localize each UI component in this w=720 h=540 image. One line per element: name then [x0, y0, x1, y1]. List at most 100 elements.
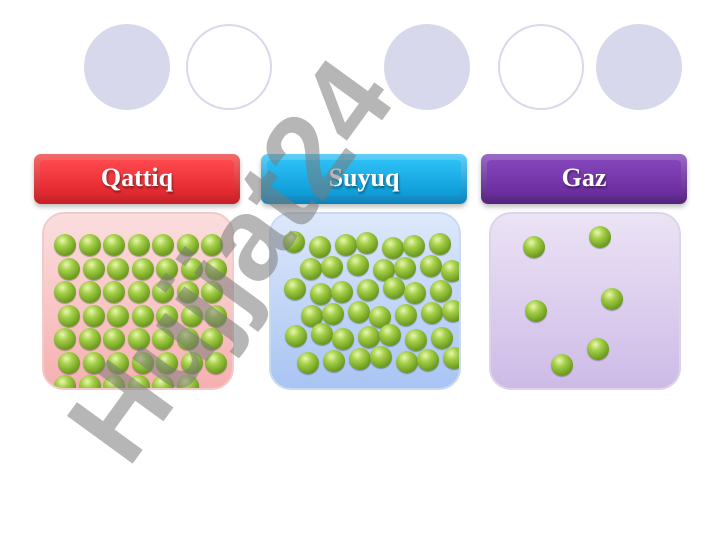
solid-particle: [82, 304, 105, 327]
liquid-particle: [358, 326, 380, 348]
liquid-particle: [297, 352, 319, 374]
solid-particle: [176, 375, 199, 388]
solid-particle: [103, 234, 125, 256]
solid-particle: [58, 304, 80, 327]
solid-particle: [78, 375, 101, 388]
liquid-particle: [284, 278, 306, 300]
solid-particle: [180, 257, 203, 280]
solid-particle: [78, 234, 101, 256]
liquid-particle: [405, 329, 427, 351]
liquid-particle: [300, 258, 322, 280]
solid-particle: [103, 328, 125, 350]
liquid-particle: [285, 325, 307, 347]
solid-label: Qattiq: [100, 163, 174, 192]
liquid-particle: [357, 279, 379, 301]
decor-circle-1: [84, 24, 170, 110]
liquid-particle: [332, 328, 354, 350]
solid-particle: [103, 281, 125, 303]
solid-particle: [156, 351, 178, 374]
solid-particle: [107, 351, 129, 374]
solid-particle: [127, 281, 150, 303]
solid-particle: [152, 375, 174, 388]
solid-particle: [127, 234, 150, 256]
liquid-particle: [379, 324, 401, 346]
solid-particle: [58, 351, 80, 374]
liquid-particles-panel: [269, 212, 461, 390]
liquid-particle: [403, 235, 425, 257]
liquid-header: Suyuq: [261, 154, 467, 204]
solid-particle: [176, 281, 199, 303]
liquid-particle: [394, 257, 416, 279]
liquid-particle: [430, 280, 452, 302]
liquid-particle: [301, 305, 323, 327]
solid-particle: [107, 257, 129, 280]
liquid-particle: [322, 303, 344, 325]
liquid-particle: [349, 348, 371, 370]
liquid-particle: [442, 300, 459, 322]
solid-particle: [131, 351, 154, 374]
liquid-particle: [417, 349, 439, 371]
solid-particle: [180, 304, 203, 327]
decor-circle-4: [498, 24, 584, 110]
solid-particle: [131, 257, 154, 280]
solid-particle: [127, 328, 150, 350]
gas-particle: [587, 338, 609, 360]
gas-particle: [523, 236, 545, 258]
solid-particle: [156, 304, 178, 327]
decor-circle-2: [186, 24, 272, 110]
liquid-particle: [356, 232, 378, 254]
solid-particle: [131, 304, 154, 327]
liquid-particle: [421, 302, 443, 324]
liquid-particle: [404, 282, 426, 304]
solid-particle: [205, 257, 227, 280]
solid-particles-panel: [42, 212, 234, 390]
solid-particle: [201, 328, 223, 350]
liquid-label: Suyuq: [328, 163, 400, 192]
solid-particle: [78, 281, 101, 303]
liquid-particle: [309, 236, 331, 258]
liquid-particle: [323, 350, 345, 372]
liquid-particle: [283, 231, 305, 253]
solid-particle: [82, 351, 105, 374]
solid-particle: [78, 328, 101, 350]
solid-particle: [180, 351, 203, 374]
liquid-particle: [382, 237, 404, 259]
gas-header: Gaz: [481, 154, 687, 204]
gas-particle: [551, 354, 573, 376]
solid-particle: [107, 304, 129, 327]
liquid-particle: [331, 281, 353, 303]
liquid-particle: [370, 346, 392, 368]
solid-particle: [54, 375, 76, 388]
solid-particle: [54, 328, 76, 350]
solid-particle: [152, 328, 174, 350]
solid-particle: [205, 351, 227, 374]
liquid-particle: [369, 306, 391, 328]
solid-particle: [54, 234, 76, 256]
solid-particle: [152, 281, 174, 303]
solid-particle: [176, 328, 199, 350]
solid-particle: [103, 375, 125, 388]
gas-particle: [601, 288, 623, 310]
solid-header: Qattiq: [34, 154, 240, 204]
solid-particle: [127, 375, 150, 388]
liquid-particle: [347, 254, 369, 276]
solid-particle: [54, 281, 76, 303]
liquid-particle: [431, 327, 453, 349]
liquid-particle: [348, 301, 370, 323]
liquid-particle: [311, 323, 333, 345]
liquid-particle: [335, 234, 357, 256]
liquid-particle: [321, 256, 343, 278]
liquid-particle: [373, 259, 395, 281]
solid-particle: [201, 234, 223, 256]
liquid-particle: [310, 283, 332, 305]
liquid-particle: [396, 351, 418, 373]
decor-circle-3: [384, 24, 470, 110]
liquid-particle: [443, 347, 459, 369]
solid-particle: [201, 281, 223, 303]
liquid-particle: [441, 260, 459, 282]
gas-particle: [525, 300, 547, 322]
liquid-particle: [395, 304, 417, 326]
liquid-particle: [420, 255, 442, 277]
solid-particle: [152, 234, 174, 256]
solid-particle: [205, 304, 227, 327]
